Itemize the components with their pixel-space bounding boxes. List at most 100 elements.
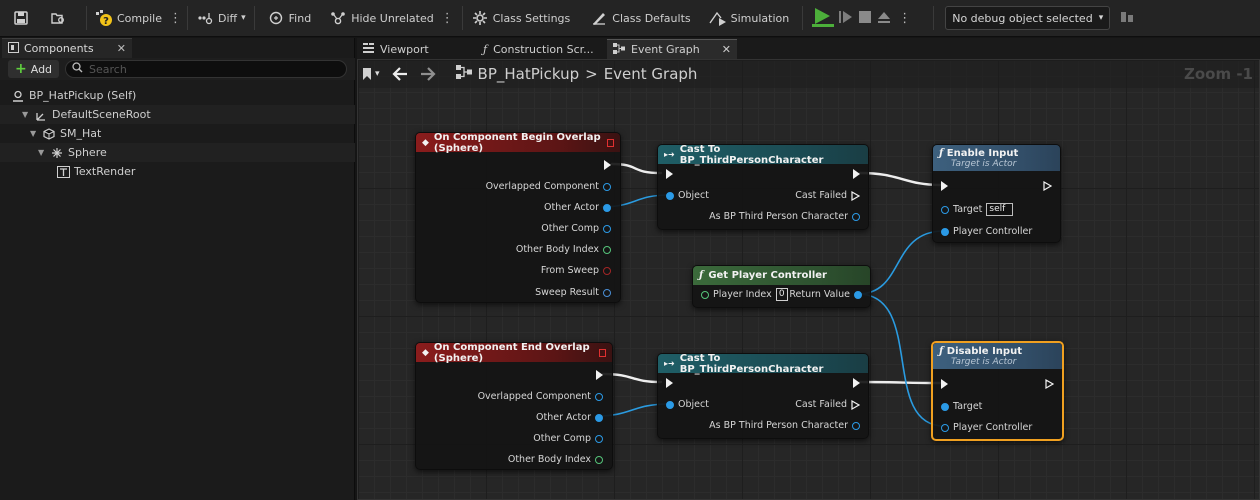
pin-label: Other Actor	[536, 412, 591, 423]
pin-other-comp[interactable]: Other Comp	[533, 433, 603, 444]
pin-other-actor[interactable]: Other Actor	[544, 202, 611, 213]
node-end-overlap[interactable]: ◆ On Component End Overlap (Sphere) Over…	[415, 342, 613, 470]
pin-return-value[interactable]: Return Value	[789, 289, 862, 300]
pin-player-index[interactable]: Player Index 0	[701, 288, 788, 301]
exec-input-pin[interactable]	[666, 169, 673, 179]
browse-button[interactable]	[35, 5, 72, 31]
stop-icon[interactable]	[858, 10, 872, 27]
pin-label: Player Controller	[953, 226, 1033, 237]
compile-button[interactable]: ? Compile	[90, 5, 167, 31]
search-input[interactable]	[89, 62, 290, 76]
forward-arrow-icon[interactable]	[420, 67, 436, 81]
pin-sweep-result[interactable]: Sweep Result	[535, 287, 611, 298]
chevron-down-icon: ▾	[1098, 13, 1104, 23]
hide-unrelated-button[interactable]: Hide Unrelated	[324, 5, 439, 31]
breadcrumb-root[interactable]: BP_HatPickup	[477, 65, 580, 83]
pin-overlapped-component[interactable]: Overlapped Component	[478, 391, 603, 402]
delegate-pin-icon[interactable]	[607, 138, 614, 147]
node-title: Disable Input	[946, 345, 1022, 357]
tab-viewport[interactable]: Viewport	[357, 39, 477, 59]
back-arrow-icon[interactable]	[391, 67, 408, 81]
pin-object[interactable]: Object	[666, 190, 709, 201]
tree-item-defaultsceneroot[interactable]: ▼ DefaultSceneRoot	[0, 105, 355, 124]
step-icon[interactable]	[838, 9, 854, 28]
compile-warning-icon: ?	[95, 9, 113, 27]
diff-button[interactable]: Diff ▾	[191, 5, 251, 31]
play-options-icon[interactable]: ⋮	[898, 10, 912, 26]
debug-filter-icon[interactable]	[1120, 10, 1134, 27]
function-icon: ƒ	[699, 270, 704, 281]
diff-label: Diff	[218, 11, 238, 25]
expand-arrow-icon[interactable]: ▼	[38, 148, 45, 157]
node-cast-to-character-2[interactable]: ▸➜ Cast To BP_ThirdPersonCharacter Objec…	[657, 353, 869, 439]
debug-object-dropdown[interactable]: No debug object selected ▾	[945, 6, 1111, 30]
target-value-field[interactable]: self	[986, 203, 1014, 216]
components-tab[interactable]: Components ✕	[2, 38, 132, 58]
exec-output-pin[interactable]	[853, 378, 860, 388]
node-subtitle: Target is Actor	[951, 158, 1017, 169]
exec-input-pin[interactable]	[941, 379, 948, 389]
search-icon	[72, 62, 83, 76]
node-header: ◆ On Component End Overlap (Sphere)	[416, 342, 612, 364]
close-icon[interactable]: ✕	[721, 43, 731, 56]
exec-input-pin[interactable]	[941, 181, 948, 191]
pin-overlapped-component[interactable]: Overlapped Component	[486, 181, 611, 192]
pin-other-comp[interactable]: Other Comp	[541, 223, 611, 234]
pin-other-body-index[interactable]: Other Body Index	[508, 454, 603, 465]
player-index-field[interactable]: 0	[775, 288, 788, 301]
pin-label: Other Comp	[541, 223, 599, 234]
exec-output-pin[interactable]	[1043, 181, 1052, 191]
node-get-player-controller[interactable]: ƒ Get Player Controller Player Index 0 R…	[692, 265, 871, 308]
pin-player-controller[interactable]: Player Controller	[941, 226, 1032, 237]
pin-object[interactable]: Object	[666, 399, 709, 410]
play-icon[interactable]	[812, 7, 835, 30]
pin-cast-failed[interactable]: Cast Failed	[795, 190, 860, 201]
tree-item-sm-hat[interactable]: ▼ SM_Hat	[0, 124, 355, 143]
exec-output-pin[interactable]	[604, 160, 611, 170]
pin-as-character[interactable]: As BP Third Person Character	[709, 420, 860, 431]
pin-player-controller[interactable]: Player Controller	[941, 422, 1032, 433]
node-title: Enable Input	[946, 147, 1019, 159]
delegate-pin-icon[interactable]	[599, 348, 606, 357]
expand-arrow-icon[interactable]: ▼	[30, 129, 37, 138]
node-enable-input[interactable]: ƒ Enable Input Target is Actor Target se…	[932, 144, 1061, 243]
pin-target[interactable]: Target	[941, 401, 982, 412]
event-graph-icon	[613, 42, 625, 57]
tree-item-self[interactable]: BP_HatPickup (Self)	[0, 86, 355, 105]
tab-event-graph[interactable]: Event Graph ✕	[607, 39, 737, 59]
pin-as-character[interactable]: As BP Third Person Character	[709, 211, 860, 222]
tree-item-textrender[interactable]: TextRender	[0, 162, 355, 181]
pin-other-body-index[interactable]: Other Body Index	[516, 244, 611, 255]
close-icon[interactable]: ✕	[116, 42, 126, 55]
tree-item-sphere[interactable]: ▼ Sphere	[0, 143, 355, 162]
hide-unrelated-options-icon[interactable]: ⋮	[440, 10, 454, 26]
exec-output-pin[interactable]	[853, 169, 860, 179]
class-defaults-button[interactable]: Class Defaults	[585, 5, 695, 31]
save-button[interactable]	[0, 5, 35, 31]
simulation-button[interactable]: Simulation	[704, 5, 795, 31]
pin-other-actor[interactable]: Other Actor	[536, 412, 603, 423]
node-disable-input[interactable]: ƒ Disable Input Target is Actor Target P…	[931, 341, 1064, 441]
eject-icon[interactable]	[876, 9, 892, 28]
pin-target[interactable]: Target self	[941, 203, 1014, 216]
expand-arrow-icon[interactable]: ▼	[22, 110, 29, 119]
class-settings-button[interactable]: Class Settings	[466, 5, 576, 31]
pin-label: Object	[678, 190, 709, 201]
exec-input-pin[interactable]	[666, 378, 673, 388]
bookmark-button[interactable]: ▾	[362, 68, 380, 80]
compile-options-icon[interactable]: ⋮	[169, 10, 182, 26]
pin-from-sweep[interactable]: From Sweep	[541, 265, 611, 276]
tab-construction-script[interactable]: ƒ Construction Scr...	[477, 39, 607, 59]
add-component-button[interactable]: + Add	[8, 60, 60, 78]
exec-output-pin[interactable]	[596, 370, 603, 380]
scene-root-icon	[34, 108, 48, 122]
node-begin-overlap[interactable]: ◆ On Component Begin Overlap (Sphere) Ov…	[415, 132, 621, 303]
exec-output-pin[interactable]	[1045, 379, 1054, 389]
find-button[interactable]: Find	[262, 5, 317, 31]
class-defaults-label: Class Defaults	[612, 11, 691, 25]
simulation-icon	[709, 9, 727, 27]
folder-search-icon	[49, 9, 67, 27]
actor-self-icon	[11, 89, 25, 103]
pin-cast-failed[interactable]: Cast Failed	[795, 399, 860, 410]
node-cast-to-character-1[interactable]: ▸➜ Cast To BP_ThirdPersonCharacter Objec…	[657, 144, 869, 230]
